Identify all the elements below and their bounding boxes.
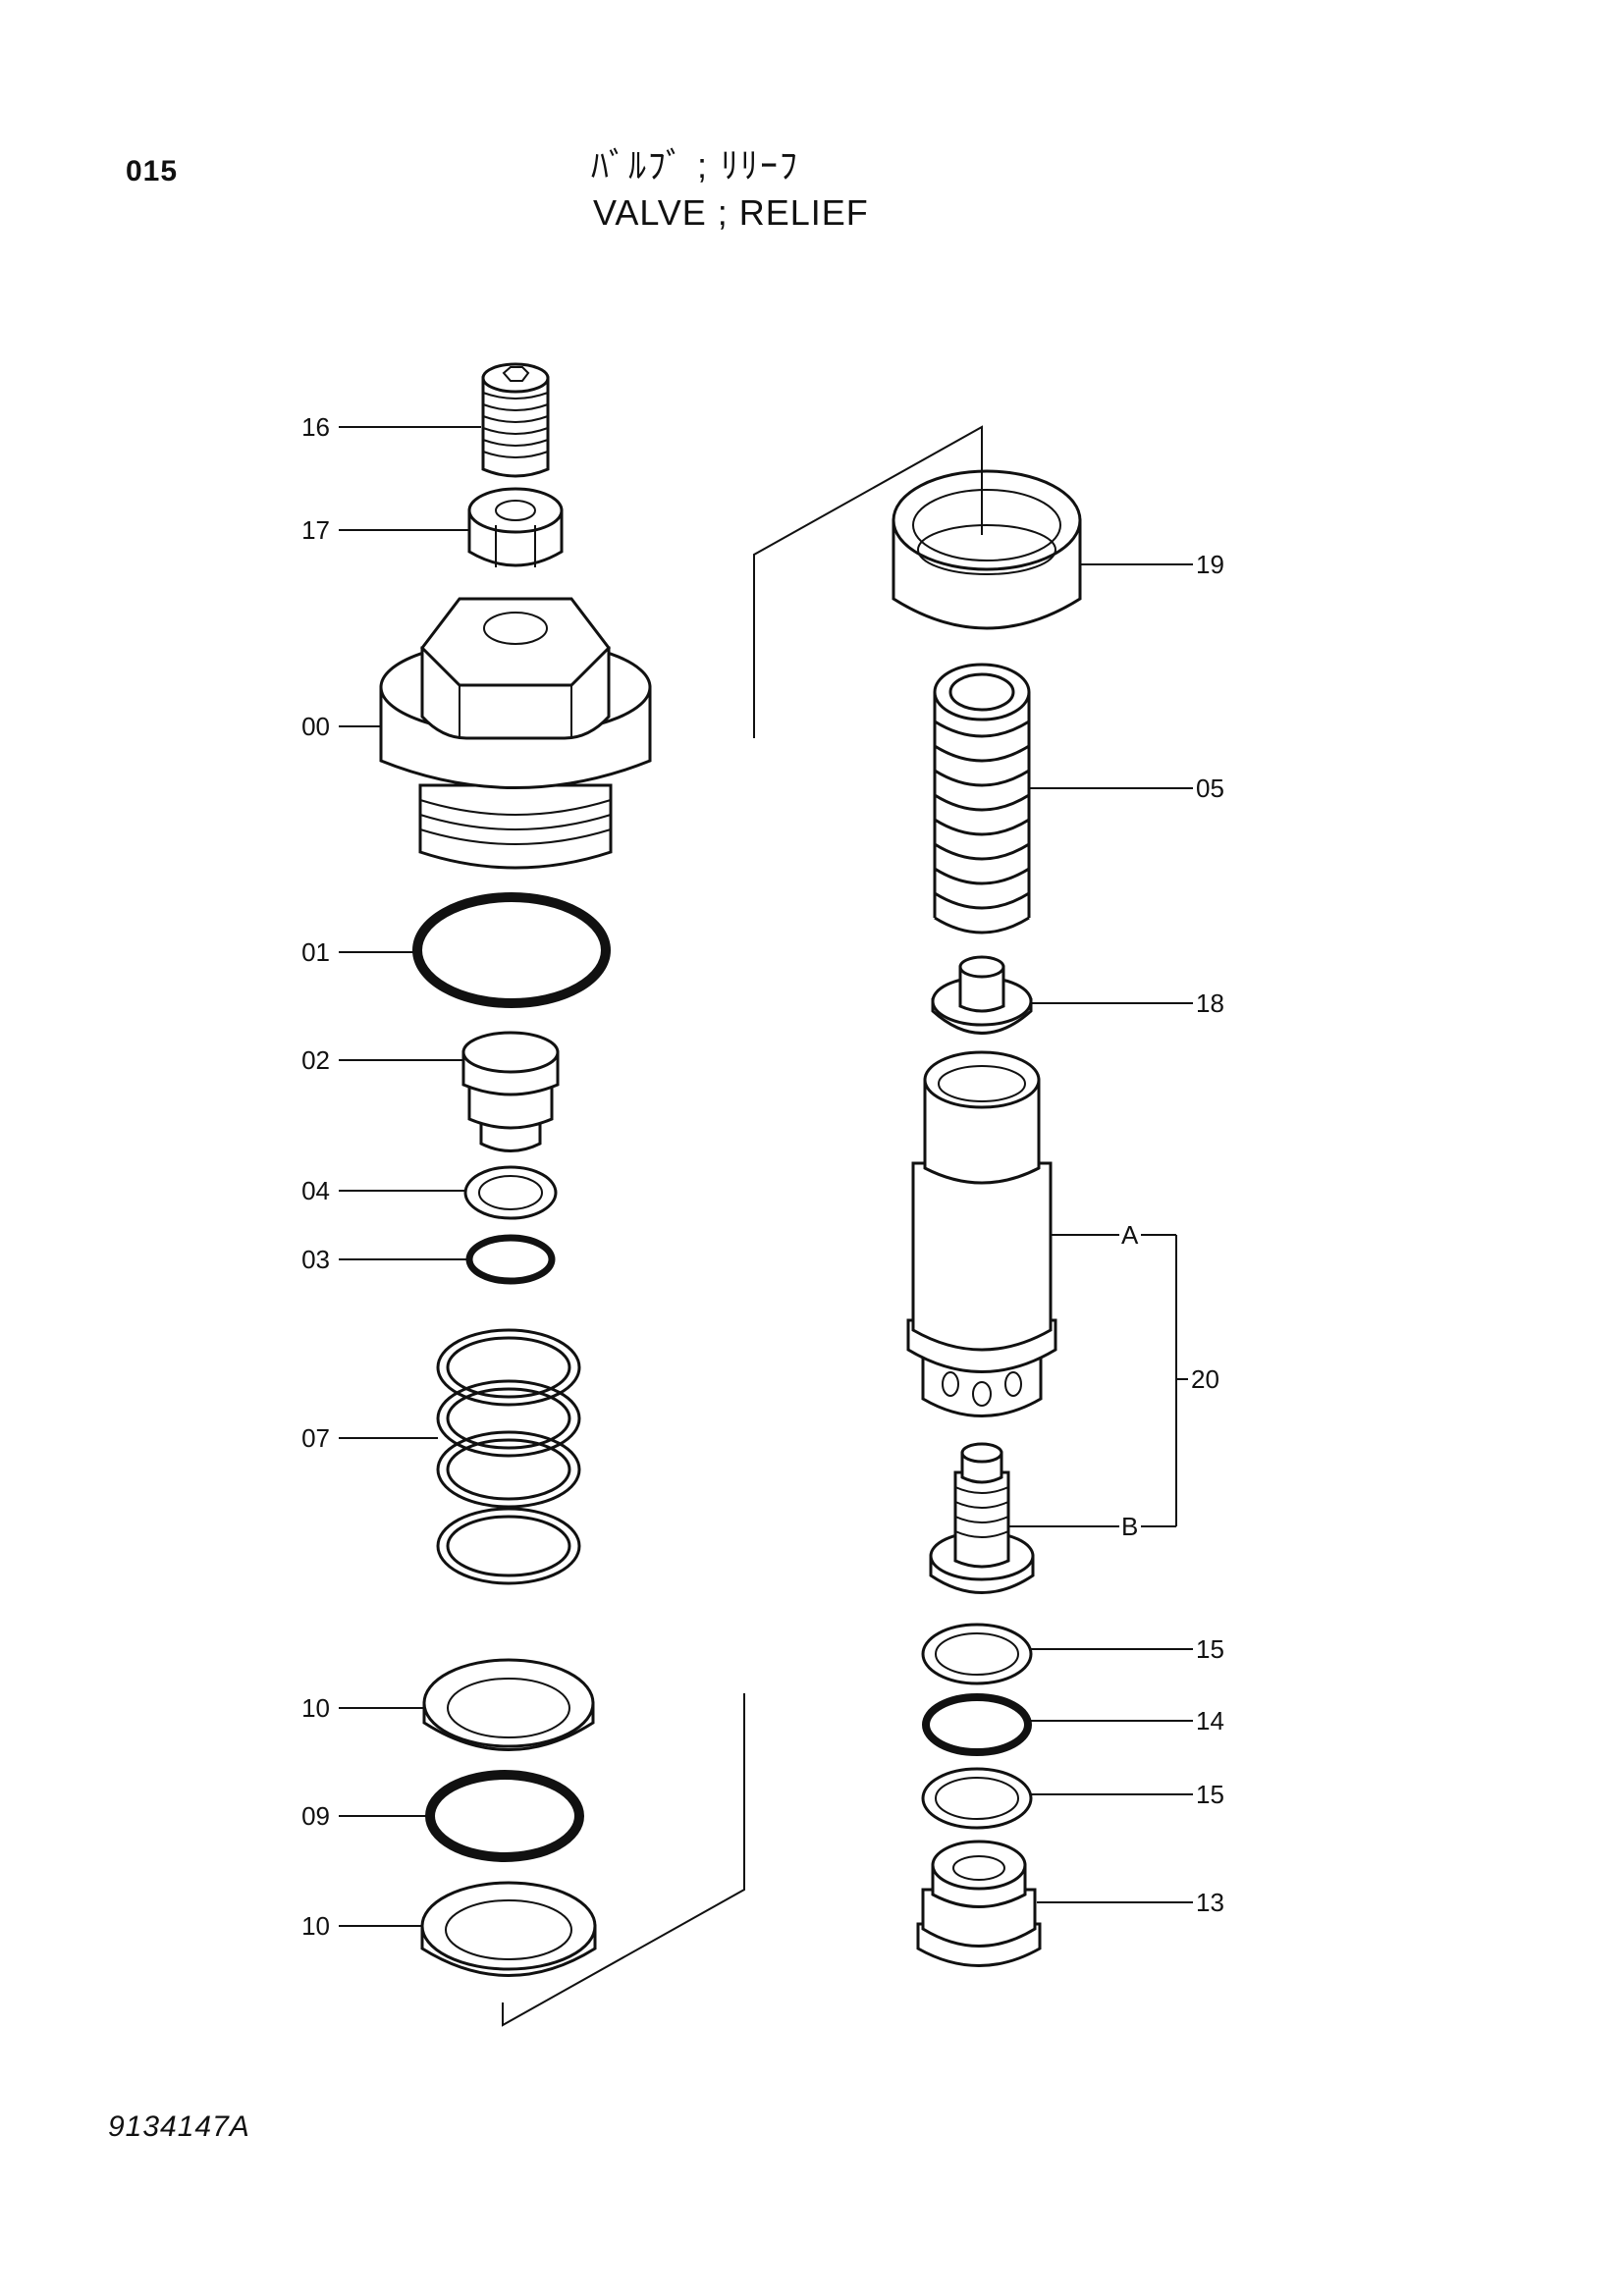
callout-18: 18: [1196, 988, 1224, 1018]
part-10-washer-lower: [420, 1881, 597, 1977]
callout-15-lower: 15: [1196, 1780, 1224, 1809]
callout-02: 02: [301, 1045, 330, 1075]
callout-19: 19: [1196, 550, 1224, 579]
part-04-backup-ring: [463, 1165, 558, 1220]
part-20b-poppet: [929, 1442, 1035, 1594]
part-19-cap: [892, 469, 1082, 630]
part-00-plug: [379, 597, 652, 870]
callout-00: 00: [301, 712, 330, 741]
part-20a-sleeve: [906, 1050, 1057, 1417]
callout-17: 17: [301, 515, 330, 545]
title-english: VALVE ; RELIEF: [593, 192, 869, 233]
part-02-poppet: [461, 1031, 560, 1152]
part-14-o-ring: [922, 1693, 1032, 1756]
part-16-set-screw: [481, 362, 550, 478]
callout-04: 04: [301, 1176, 330, 1205]
callout-A: A: [1121, 1220, 1139, 1250]
part-03-o-ring: [465, 1234, 556, 1285]
part-15-backup-ring-lower: [921, 1767, 1033, 1830]
drawing-number: 9134147A: [108, 2110, 250, 2143]
callout-05: 05: [1196, 774, 1224, 803]
callout-13: 13: [1196, 1888, 1224, 1917]
part-13-seat: [916, 1840, 1042, 1967]
callout-09: 09: [301, 1801, 330, 1831]
part-15-backup-ring-upper: [921, 1623, 1033, 1685]
page-number: 015: [126, 155, 179, 187]
callout-10-upper: 10: [301, 1693, 330, 1723]
part-17-nut: [467, 487, 564, 567]
part-01-o-ring: [412, 892, 611, 1008]
callout-10-lower: 10: [301, 1911, 330, 1941]
callout-B: B: [1121, 1512, 1139, 1541]
part-05-spring: [933, 663, 1031, 934]
callout-20: 20: [1191, 1364, 1219, 1394]
part-10-washer-upper: [422, 1658, 595, 1751]
callout-15-upper: 15: [1196, 1634, 1224, 1664]
part-18-spring-seat: [931, 955, 1033, 1035]
callout-03: 03: [301, 1245, 330, 1274]
part-07-spring: [436, 1328, 581, 1585]
callout-07: 07: [301, 1423, 330, 1453]
leader-lines: [339, 425, 1193, 2027]
callout-16: 16: [301, 412, 330, 442]
part-09-o-ring: [425, 1770, 584, 1862]
callout-01: 01: [301, 937, 330, 967]
title-japanese: ﾊﾞﾙﾌﾞ ; ﾘﾘｰﾌ: [591, 145, 800, 186]
callout-14: 14: [1196, 1706, 1224, 1735]
